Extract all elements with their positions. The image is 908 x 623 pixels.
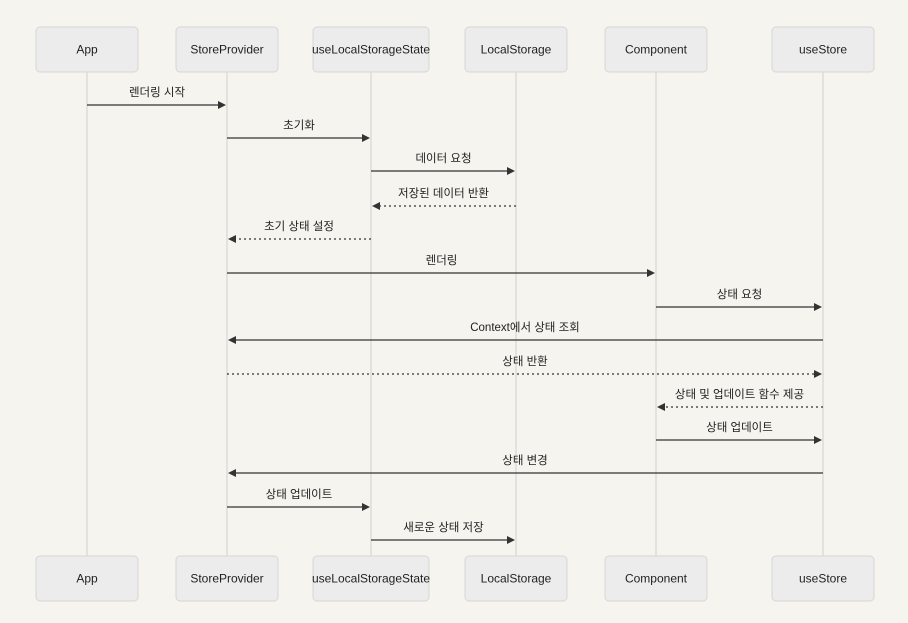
message-8-usestore-to-storeprovider[interactable]: Context에서 상태 조회 [228, 321, 823, 344]
message-label: 렌더링 [426, 254, 458, 267]
message-label: 데이터 요청 [415, 152, 471, 165]
participant-label: StoreProvider [190, 43, 263, 57]
participant-box[interactable] [175, 26, 279, 73]
message-arrowhead [814, 370, 822, 378]
participant-label: LocalStorage [481, 43, 552, 57]
participant-box[interactable] [175, 555, 279, 602]
message-arrowhead [507, 536, 515, 544]
message-label: 저장된 데이터 반환 [398, 187, 489, 200]
participant-bottom-component[interactable]: Component [604, 555, 708, 602]
participant-bottom-uselocalstoragestate[interactable]: useLocalStorageState [312, 555, 430, 602]
participant-box[interactable] [312, 555, 430, 602]
message-arrowhead [218, 101, 226, 109]
message-label: 상태 반환 [502, 355, 548, 368]
participant-label: LocalStorage [481, 572, 552, 586]
message-arrowhead [228, 469, 236, 477]
message-10-usestore-to-component[interactable]: 상태 및 업데이트 함수 제공 [657, 388, 823, 411]
message-label: 초기 상태 설정 [264, 220, 334, 233]
message-13-storeprovider-to-uselocalstoragestate[interactable]: 상태 업데이트 [227, 488, 370, 511]
message-arrowhead [657, 403, 665, 411]
participant-top-usestore[interactable]: useStore [771, 26, 875, 73]
participant-box[interactable] [464, 555, 568, 602]
actors-top-layer: App StoreProvider useLocalStorageState Loca… [35, 26, 875, 73]
lifelines-layer [86, 72, 824, 556]
participant-label: useStore [799, 43, 847, 57]
message-3-uselocalstoragestate-to-localstorage[interactable]: 데이터 요청 [371, 152, 515, 175]
message-4-localstorage-to-uselocalstoragestate[interactable]: 저장된 데이터 반환 [372, 187, 516, 210]
message-arrowhead [814, 303, 822, 311]
participant-top-app[interactable]: App [35, 26, 139, 73]
participant-bottom-localstorage[interactable]: LocalStorage [464, 555, 568, 602]
message-11-component-to-usestore[interactable]: 상태 업데이트 [656, 421, 822, 444]
participant-box[interactable] [771, 555, 875, 602]
message-label: 초기화 [283, 119, 315, 132]
message-label: 상태 변경 [502, 453, 548, 467]
message-arrowhead [814, 436, 822, 444]
participant-box[interactable] [771, 26, 875, 73]
participant-bottom-storeprovider[interactable]: StoreProvider [175, 555, 279, 602]
message-arrowhead [228, 336, 236, 344]
message-arrowhead [228, 235, 236, 243]
message-label: 상태 업데이트 [706, 421, 773, 434]
message-1-app-to-storeprovider[interactable]: 렌더링 시작 [87, 86, 226, 109]
participant-label: StoreProvider [190, 572, 263, 586]
message-9-storeprovider-to-usestore[interactable]: 상태 반환 [227, 355, 822, 378]
message-arrowhead [507, 167, 515, 175]
message-arrowhead [362, 503, 370, 511]
participant-label: Component [625, 43, 688, 57]
message-arrowhead [362, 134, 370, 142]
participant-label: Component [625, 572, 688, 586]
participant-label: App [76, 572, 98, 586]
participant-top-uselocalstoragestate[interactable]: useLocalStorageState [312, 26, 430, 73]
participant-label: useLocalStorageState [312, 43, 430, 57]
message-label: 상태 업데이트 [266, 488, 333, 501]
participant-top-storeprovider[interactable]: StoreProvider [175, 26, 279, 73]
message-label: 렌더링 시작 [129, 86, 186, 99]
message-5-uselocalstoragestate-to-storeprovider[interactable]: 초기 상태 설정 [228, 220, 371, 243]
participant-bottom-usestore[interactable]: useStore [771, 555, 875, 602]
participant-bottom-app[interactable]: App [35, 555, 139, 602]
participant-box[interactable] [312, 26, 430, 73]
actors-bottom-layer: App StoreProvider useLocalStorageState Loca… [35, 555, 875, 602]
message-7-component-to-usestore[interactable]: 상태 요청 [656, 288, 822, 311]
participant-top-localstorage[interactable]: LocalStorage [464, 26, 568, 73]
message-label: Context에서 상태 조회 [470, 321, 580, 334]
message-6-storeprovider-to-component[interactable]: 렌더링 [227, 254, 655, 277]
message-label: 상태 요청 [717, 288, 763, 301]
participant-box[interactable] [35, 555, 139, 602]
participant-label: App [76, 43, 98, 57]
message-arrowhead [372, 202, 380, 210]
participant-box[interactable] [35, 26, 139, 73]
message-arrowhead [647, 269, 655, 277]
message-label: 상태 및 업데이트 함수 제공 [675, 388, 804, 401]
message-label: 새로운 상태 저장 [403, 521, 484, 534]
participant-box[interactable] [604, 26, 708, 73]
participant-label: useLocalStorageState [312, 572, 430, 586]
participant-label: useStore [799, 572, 847, 586]
participant-box[interactable] [464, 26, 568, 73]
message-12-usestore-to-storeprovider[interactable]: 상태 변경 [228, 453, 823, 477]
participant-box[interactable] [604, 555, 708, 602]
message-2-storeprovider-to-uselocalstoragestate[interactable]: 초기화 [227, 119, 370, 142]
participant-top-component[interactable]: Component [604, 26, 708, 73]
message-14-uselocalstoragestate-to-localstorage[interactable]: 새로운 상태 저장 [371, 521, 515, 544]
